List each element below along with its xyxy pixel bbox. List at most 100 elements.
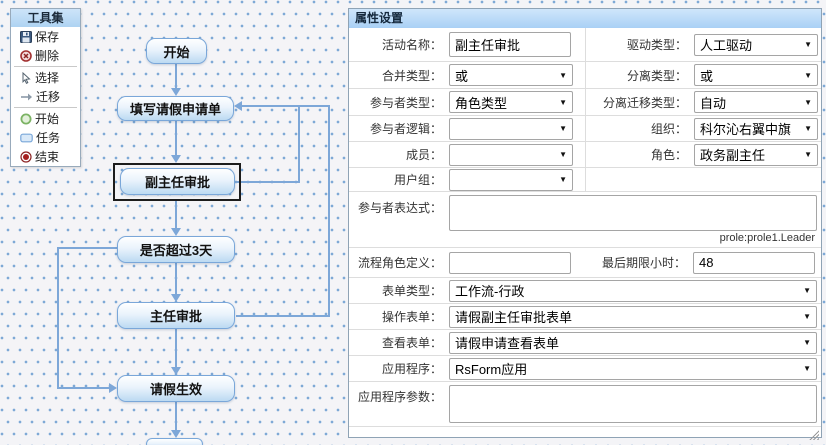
- connector-line: [175, 263, 177, 295]
- application-params-textarea[interactable]: [449, 385, 817, 423]
- tool-start[interactable]: 开始: [11, 109, 80, 128]
- split-transition-type-select[interactable]: 自动 ▼: [694, 91, 818, 113]
- role-select[interactable]: 政务副主任 ▼: [694, 143, 818, 166]
- process-role-definition-label: 流程角色定义：: [357, 256, 442, 270]
- user-group-label: 用户组：: [393, 173, 442, 187]
- organization-select[interactable]: 科尔沁右翼中旗 ▼: [694, 117, 818, 140]
- member-select[interactable]: ▼: [449, 143, 573, 166]
- toolbox-divider: [14, 107, 77, 108]
- chevron-down-icon: ▼: [803, 286, 811, 295]
- arrowhead-icon: [234, 101, 242, 111]
- connector-line: [57, 247, 117, 249]
- arrowhead-icon: [171, 155, 181, 163]
- participant-type-label: 参与者类型：: [369, 95, 442, 110]
- flow-node-deputy-approval[interactable]: 副主任审批: [120, 168, 235, 195]
- connector-line: [175, 329, 177, 368]
- form-type-select[interactable]: 工作流-行政 ▼: [449, 279, 817, 302]
- chevron-down-icon: ▼: [803, 338, 811, 347]
- toolbox-divider: [14, 66, 77, 67]
- drive-type-select[interactable]: 人工驱动 ▼: [694, 33, 818, 56]
- tool-label: 删除: [35, 49, 60, 63]
- start-node-icon: [20, 113, 32, 124]
- chevron-down-icon: ▼: [803, 312, 811, 321]
- chevron-down-icon: ▼: [559, 150, 567, 159]
- split-transition-type-label: 分离迁移类型：: [602, 95, 687, 110]
- chevron-down-icon: ▼: [804, 124, 812, 133]
- chevron-down-icon: ▼: [804, 150, 812, 159]
- application-select[interactable]: RsForm应用 ▼: [449, 357, 817, 380]
- arrowhead-icon: [171, 88, 181, 96]
- chevron-down-icon: ▼: [804, 97, 812, 107]
- tool-transfer[interactable]: 迁移: [11, 87, 80, 106]
- operation-form-label: 操作表单：: [381, 310, 442, 324]
- end-node-icon: [20, 150, 32, 163]
- form-type-label: 表单类型：: [381, 284, 442, 298]
- flow-node-fill-form[interactable]: 填写请假申请单: [117, 96, 234, 121]
- view-form-label: 查看表单：: [381, 336, 442, 350]
- participant-logic-select[interactable]: ▼: [449, 117, 573, 140]
- connector-line: [175, 402, 177, 431]
- activity-name-label: 活动名称：: [381, 38, 442, 52]
- connector-line: [236, 315, 330, 317]
- tool-label: 开始: [35, 112, 60, 126]
- flow-node-bottom-cutoff[interactable]: [146, 438, 203, 445]
- deadline-hours-label: 最后期限小时：: [601, 256, 686, 270]
- flow-node-start[interactable]: 开始: [146, 38, 207, 64]
- tool-save[interactable]: 保存: [11, 27, 80, 46]
- chevron-down-icon: ▼: [803, 364, 811, 373]
- tool-label: 任务: [36, 131, 61, 145]
- arrowhead-icon: [171, 294, 181, 302]
- view-form-select[interactable]: 请假申请查看表单 ▼: [449, 331, 817, 354]
- user-group-select[interactable]: ▼: [449, 168, 573, 191]
- connector-line: [298, 105, 300, 183]
- drive-type-label: 驱动类型：: [626, 38, 687, 52]
- application-label: 应用程序：: [381, 362, 442, 376]
- chevron-down-icon: ▼: [804, 70, 812, 80]
- resize-grip[interactable]: [808, 429, 819, 440]
- chevron-down-icon: ▼: [559, 97, 567, 107]
- merge-type-select[interactable]: 或 ▼: [449, 64, 573, 86]
- properties-panel: 属性设置 活动名称： 驱动类型： 人工驱动 ▼ 合并类型： 或 ▼ 分离类型： …: [348, 8, 822, 440]
- connector-line: [175, 64, 177, 89]
- operation-form-select[interactable]: 请假副主任审批表单 ▼: [449, 305, 817, 328]
- tool-task[interactable]: 任务: [11, 128, 80, 147]
- participant-expression-textarea[interactable]: [449, 195, 817, 231]
- participant-type-select[interactable]: 角色类型 ▼: [449, 91, 573, 113]
- participant-logic-label: 参与者逻辑：: [369, 122, 442, 136]
- connector-line: [236, 181, 300, 183]
- arrowhead-icon: [109, 383, 117, 393]
- tool-label: 保存: [35, 30, 60, 44]
- flow-node-leave-effective[interactable]: 请假生效: [117, 375, 235, 402]
- connector-line: [328, 106, 330, 317]
- activity-name-input[interactable]: [449, 32, 571, 57]
- merge-type-label: 合并类型：: [381, 68, 442, 83]
- split-type-select[interactable]: 或 ▼: [694, 64, 818, 86]
- tool-label: 结束: [35, 150, 60, 164]
- connector-line: [57, 247, 59, 389]
- arrowhead-icon: [171, 228, 181, 236]
- tool-end[interactable]: 结束: [11, 147, 80, 166]
- selection-box: [113, 163, 241, 201]
- chevron-down-icon: ▼: [559, 175, 567, 184]
- tool-label: 选择: [35, 71, 60, 85]
- deadline-hours-input[interactable]: [693, 251, 815, 274]
- arrowhead-icon: [171, 367, 181, 375]
- flow-node-over-3-days[interactable]: 是否超过3天: [117, 236, 235, 263]
- delete-icon: [20, 49, 32, 62]
- tool-delete[interactable]: 删除: [11, 46, 80, 65]
- properties-title: 属性设置: [349, 9, 821, 28]
- task-node-icon: [20, 133, 33, 142]
- toolbox-title: 工具集: [11, 9, 80, 27]
- organization-label: 组织：: [650, 122, 687, 136]
- chevron-down-icon: ▼: [559, 124, 567, 133]
- chevron-down-icon: ▼: [804, 40, 812, 49]
- flow-node-director-approval[interactable]: 主任审批: [117, 302, 235, 329]
- participant-expression-label: 参与者表达式：: [357, 201, 442, 215]
- transfer-arrow-icon: [21, 93, 32, 100]
- toolbox-panel: 工具集 保存 删除 选择 迁移 开始 任务 结束: [10, 8, 81, 167]
- select-cursor-icon: [22, 71, 31, 84]
- tool-select[interactable]: 选择: [11, 68, 80, 87]
- process-role-definition-input[interactable]: [449, 251, 571, 274]
